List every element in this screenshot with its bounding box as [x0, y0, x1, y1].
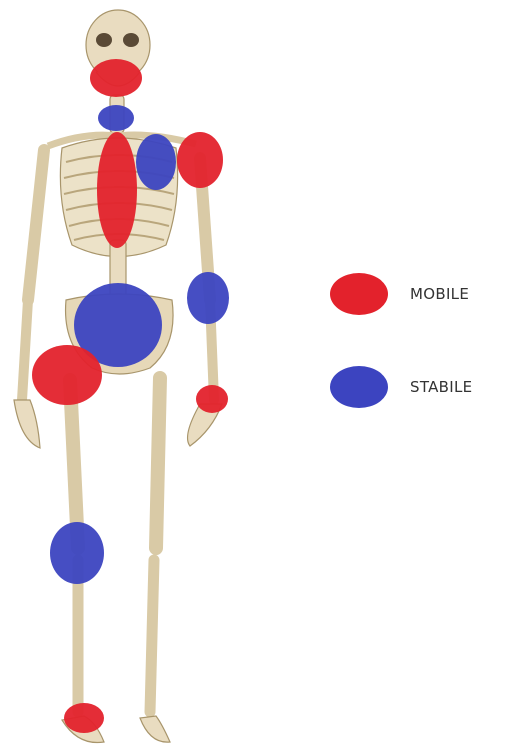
forearm-right — [22, 300, 28, 400]
legend-item-mobile: MOBILE — [330, 273, 469, 315]
joint-left-shoulder — [177, 132, 223, 188]
joint-jaw — [90, 59, 142, 97]
legend-swatch-mobile — [330, 273, 388, 315]
joint-thoracic-spine — [97, 132, 137, 248]
foot-left — [140, 716, 170, 742]
joint-scapula — [136, 134, 176, 190]
femur-left — [156, 378, 160, 548]
joint-hip — [32, 345, 102, 405]
joint-neck — [98, 105, 134, 131]
eye-socket-left — [96, 33, 112, 47]
tibia-left — [150, 560, 154, 712]
humerus-right — [28, 150, 44, 300]
legend-label-stabile: STABILE — [410, 378, 472, 396]
hand-right — [14, 400, 40, 448]
joint-ankle — [64, 703, 104, 733]
eye-socket-right — [123, 33, 139, 47]
legend-label-mobile: MOBILE — [410, 285, 469, 303]
joint-elbow — [187, 272, 229, 324]
legend-swatch-stabile — [330, 366, 388, 408]
legend-item-stabile: STABILE — [330, 366, 472, 408]
joint-knee — [50, 522, 104, 584]
joint-wrist — [196, 385, 228, 413]
